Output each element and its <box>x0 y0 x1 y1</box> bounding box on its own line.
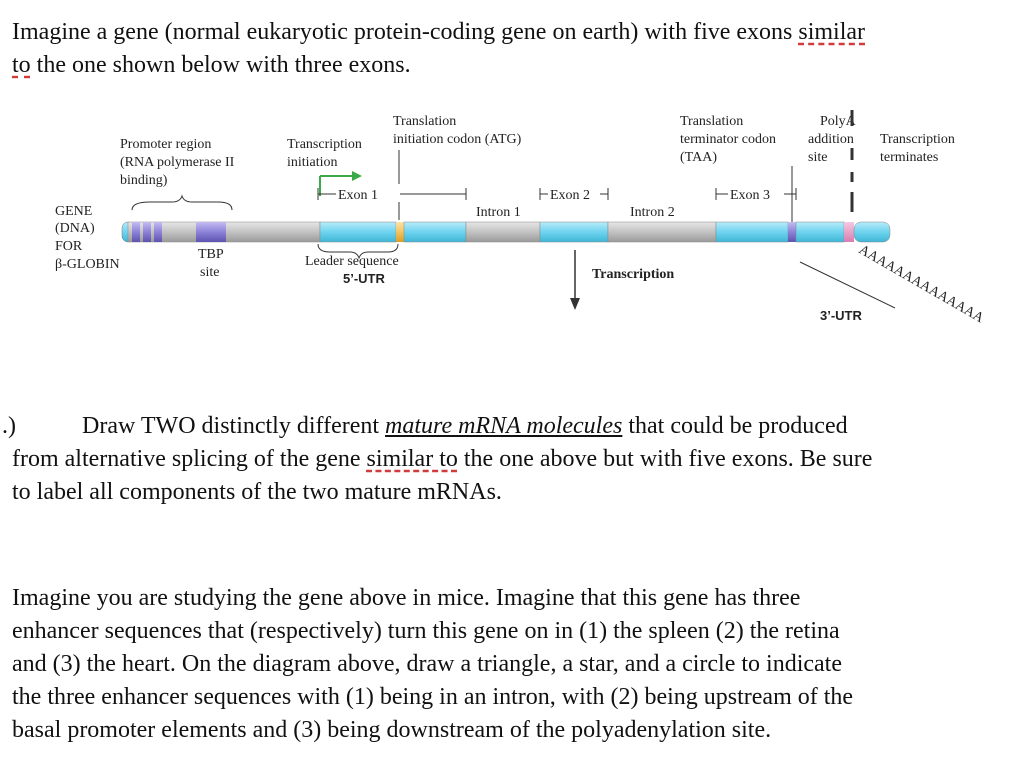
exon3-coding <box>715 221 789 243</box>
question-a-line3: to label all components of the two matur… <box>12 479 502 505</box>
question-a-similar-to: similar to <box>366 446 458 472</box>
intro-to: to <box>12 52 31 78</box>
transcription-init-label-2: initiation <box>287 155 338 170</box>
exon1-5utr <box>319 221 397 243</box>
intron1-label: Intron 1 <box>476 205 521 220</box>
intron2-label: Intron 2 <box>630 205 675 220</box>
downstream-region <box>853 221 891 243</box>
question-b: Imagine you are studying the gene above … <box>12 582 853 747</box>
polya-label-3: site <box>808 150 827 165</box>
question-a-emphasis: mature mRNA molecules <box>385 413 623 439</box>
question-b-line4: the three enhancer sequences with (1) be… <box>12 684 854 710</box>
question-b-line1: Imagine you are studying the gene above … <box>12 585 801 611</box>
exon1-label: Exon 1 <box>338 188 378 203</box>
promoter-block-1 <box>132 222 140 242</box>
gene-label-2: (DNA) <box>55 221 95 236</box>
transcription-label: Transcription <box>592 267 674 282</box>
tx-term-label-2: terminates <box>880 150 938 165</box>
transcription-init-label-1: Transcription <box>287 137 362 152</box>
utr5-label: 5’-UTR <box>343 271 386 286</box>
exon3-3utr <box>795 221 845 243</box>
tbp-block <box>196 222 226 242</box>
question-b-line2: enhancer sequences that (respectively) t… <box>12 618 840 644</box>
transcription-arrowhead <box>570 298 580 310</box>
gene-label-3: FOR <box>55 239 83 254</box>
taa-codon <box>788 222 796 242</box>
gene-label-4: β-GLOBIN <box>55 257 120 272</box>
promoter-block-3 <box>154 222 162 242</box>
polya-tail: AAAAAAAAAAAAAA <box>856 242 987 326</box>
tbp-label-1: TBP <box>198 247 224 262</box>
question-a-line2-end: the one above but with five exons. Be su… <box>457 446 873 472</box>
exon2-label: Exon 2 <box>550 188 590 203</box>
promoter-label-3: binding) <box>120 173 168 188</box>
utr3-brace <box>799 261 896 309</box>
leader-brace <box>317 243 399 260</box>
intro-paragraph: Imagine a gene (normal eukaryotic protei… <box>12 16 865 82</box>
question-a-line1-start: Draw TWO distinctly different <box>82 413 386 439</box>
translation-init-label-1: Translation <box>393 114 456 129</box>
utr3-label: 3’-UTR <box>820 308 863 323</box>
promoter-brace <box>131 194 233 211</box>
intro-similar: similar <box>798 19 866 45</box>
promoter-label-2: (RNA polymerase II <box>120 155 235 170</box>
translation-term-label-2: terminator codon <box>680 132 776 147</box>
tx-term-label-1: Transcription <box>880 132 955 147</box>
question-b-line3: and (3) the heart. On the diagram above,… <box>12 651 843 677</box>
gene-diagram: GENE (DNA) FOR β-GLOBIN Promoter region … <box>55 110 987 327</box>
translation-init-label-2: initiation codon (ATG) <box>393 132 522 147</box>
gene-bar <box>121 221 891 243</box>
intron2 <box>607 221 717 243</box>
translation-term-label-1: Translation <box>680 114 743 129</box>
question-a-line1-end: that could be produced <box>622 413 848 439</box>
tbp-label-2: site <box>200 265 219 280</box>
intro-text-2: the one shown below with three exons. <box>30 52 411 78</box>
atg-codon <box>396 222 404 242</box>
polya-label-1: PolyA <box>820 114 857 129</box>
leader-sequence-label: Leader sequence <box>305 254 399 269</box>
polya-signal <box>844 222 854 242</box>
question-a-line2-start: from alternative splicing of the gene <box>12 446 367 472</box>
polya-label-2: addition <box>808 132 854 147</box>
question-b-line5: basal promoter elements and (3) being do… <box>12 717 772 743</box>
exon1-coding <box>403 221 467 243</box>
gene-label-1: GENE <box>55 204 92 219</box>
exon3-label: Exon 3 <box>730 188 770 203</box>
translation-term-label-3: (TAA) <box>680 150 717 165</box>
promoter-block-2 <box>143 222 151 242</box>
intron1 <box>465 221 541 243</box>
tx-start-arrowhead <box>352 171 362 181</box>
question-a-marker: .) <box>2 413 16 439</box>
promoter-label-1: Promoter region <box>120 137 211 152</box>
intro-text: Imagine a gene (normal eukaryotic protei… <box>12 19 799 45</box>
exon2 <box>539 221 609 243</box>
question-a: .) Draw TWO distinctly different mature m… <box>2 410 873 509</box>
